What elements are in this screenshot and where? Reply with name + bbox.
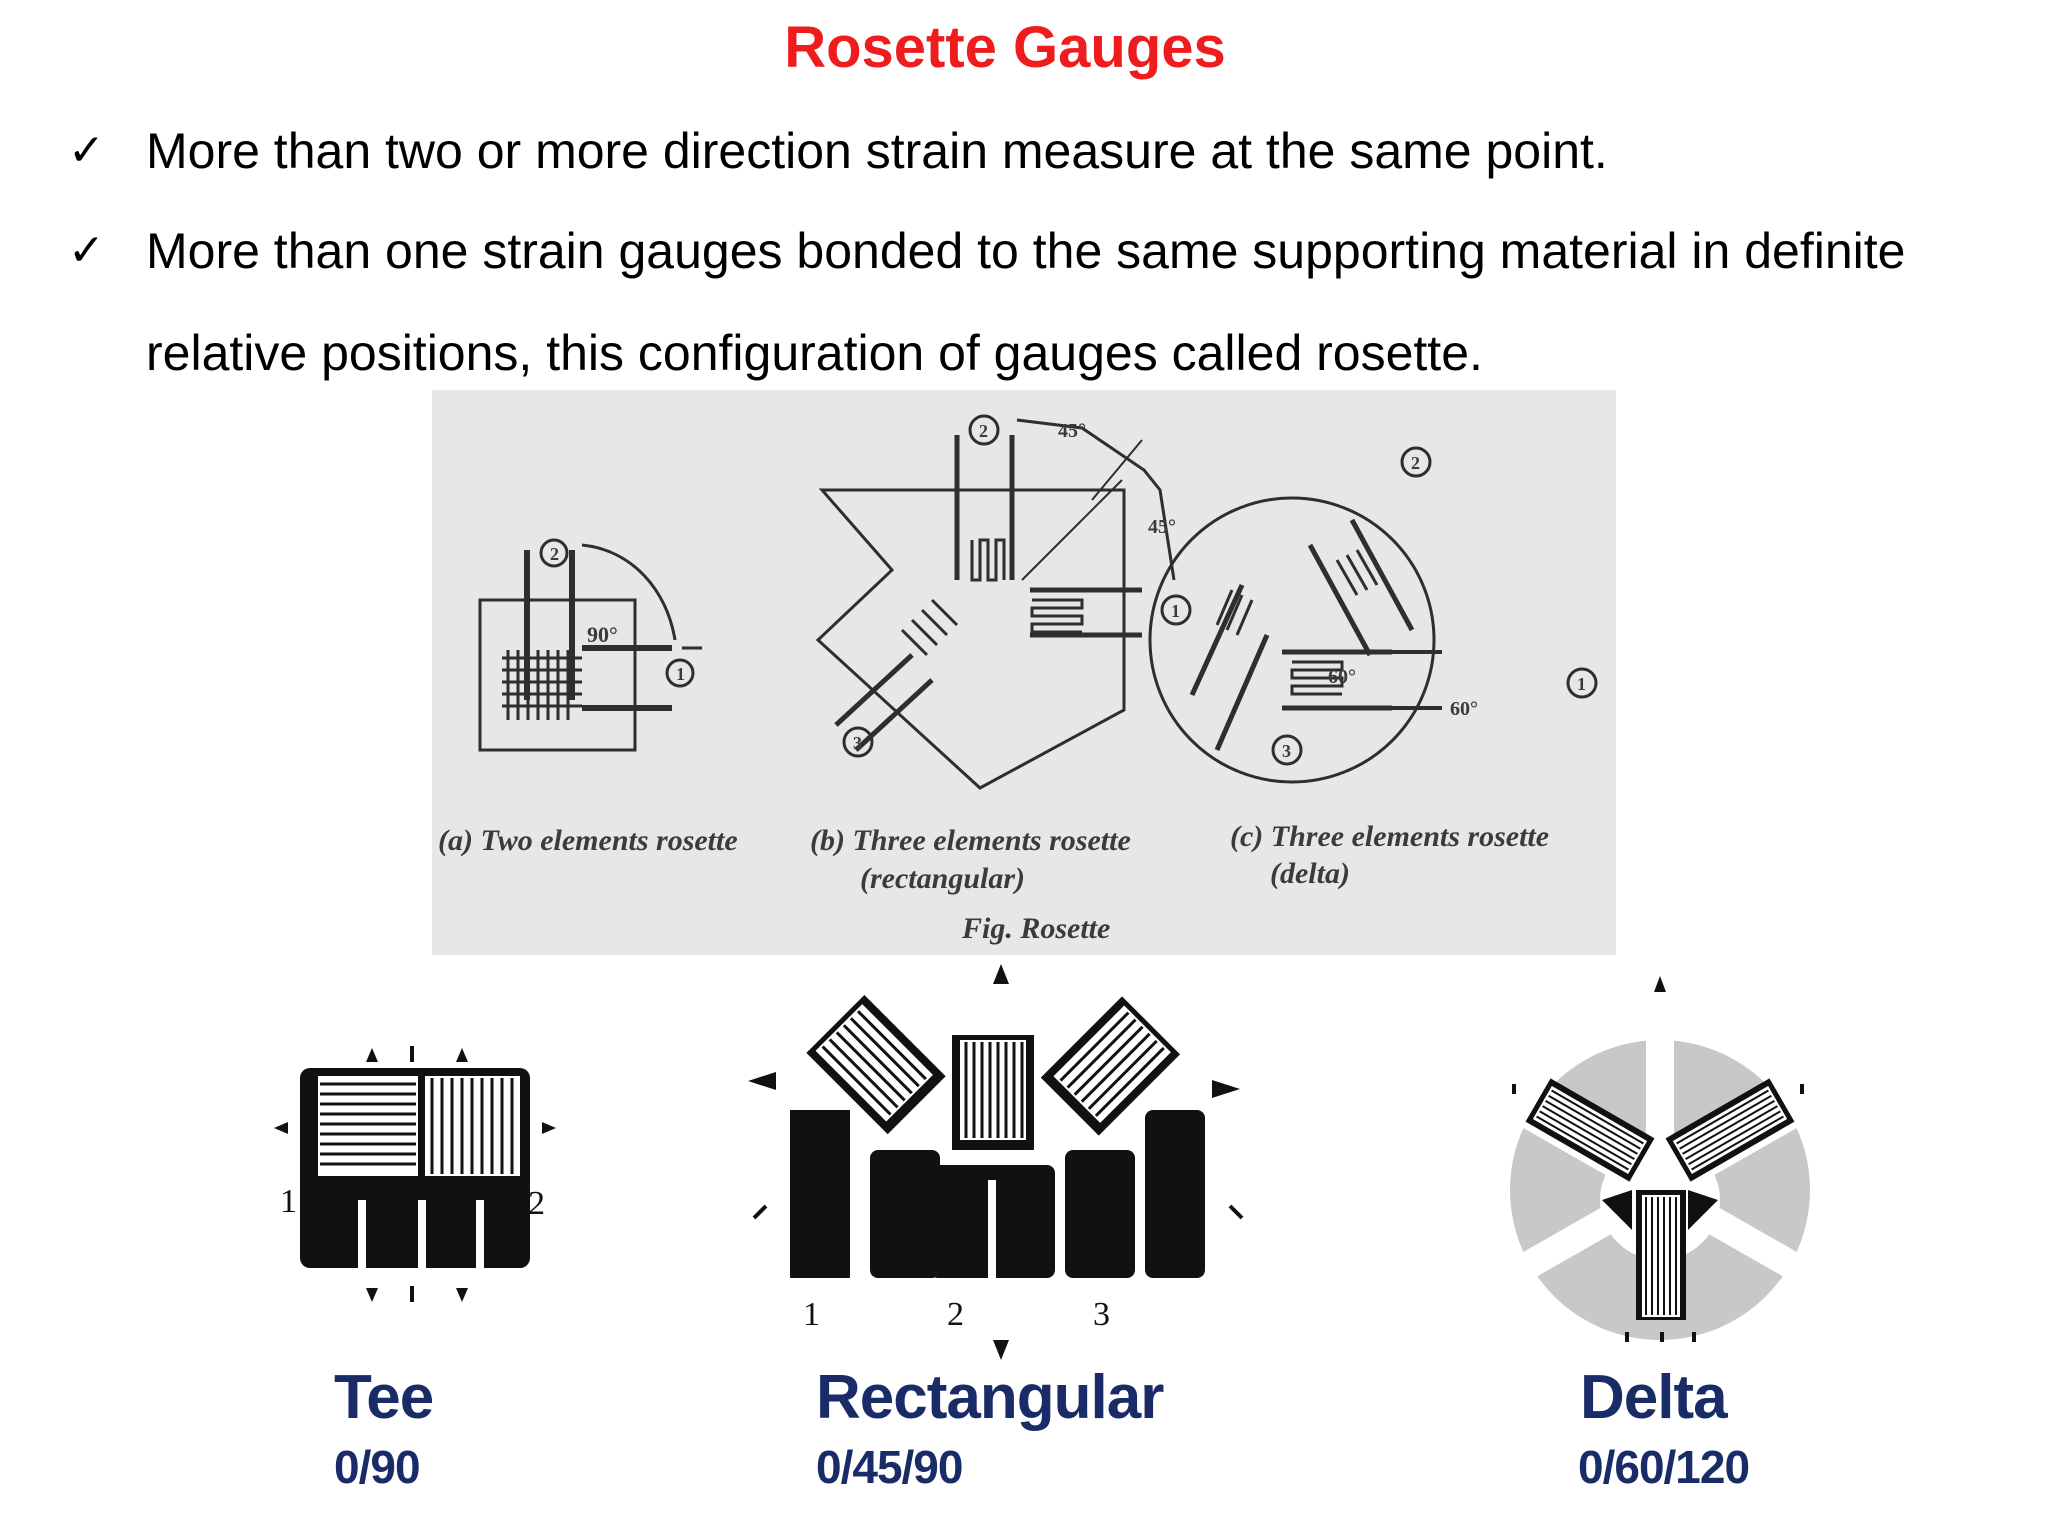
tee-grid-label-1: 1: [280, 1183, 297, 1220]
bullet-text: More than one strain gauges bonded to th…: [146, 223, 1906, 381]
caption-delta-line2: (delta): [1270, 857, 1350, 890]
element-number-label: 2: [550, 544, 559, 564]
element-number-label: 1: [1171, 601, 1180, 621]
rectangular-gauge-drawing: [748, 964, 1244, 1360]
rect-grid-label-2: 2: [947, 1296, 964, 1333]
tee-gauge-drawing: [274, 1046, 556, 1302]
caption-rectangular-line2: (rectangular): [860, 862, 1025, 895]
gauge-angles-tee: 0/90: [334, 1441, 421, 1493]
tee-grid-label-2: 2: [528, 1185, 545, 1222]
label-45-degrees: 45°: [1148, 516, 1176, 538]
element-number-label: 3: [1282, 741, 1291, 761]
label-60-degrees: 60°: [1328, 666, 1356, 688]
caption-delta-line1: (c) Three elements rosette: [1230, 820, 1550, 853]
element-number-label: 1: [1577, 674, 1586, 694]
label-45-degrees: 45°: [1058, 420, 1086, 442]
checkmark-icon: ✓: [68, 225, 105, 276]
gauge-name-rectangular: Rectangular: [816, 1363, 1164, 1432]
rect-grid-label-1: 1: [803, 1296, 820, 1333]
gauge-angles-delta: 0/60/120: [1578, 1441, 1750, 1493]
figure-label: Fig. Rosette: [962, 912, 1111, 945]
rect-grid-label-3: 3: [1093, 1296, 1110, 1333]
rectangular-rosette-drawing: [815, 414, 1192, 790]
two-element-rosette-drawing: [478, 538, 702, 752]
caption-two-elements: (a) Two elements rosette: [438, 824, 738, 857]
element-number-label: 2: [979, 421, 988, 441]
gauge-name-tee: Tee: [334, 1363, 434, 1432]
bullet-text: More than two or more direction strain m…: [146, 123, 1608, 179]
element-number-label: 3: [853, 733, 862, 753]
rosette-figure-photo: 90° 45° 45° 60° 60° 2 1 2 1 3 2 1 3 (a) …: [432, 390, 1616, 955]
element-number-label: 2: [1411, 453, 1420, 473]
element-number-label: 1: [676, 664, 685, 684]
slide-title: Rosette Gauges: [784, 15, 1226, 80]
delta-rosette-drawing: [1148, 446, 1598, 784]
gauge-name-delta: Delta: [1580, 1363, 1728, 1432]
delta-gauge-drawing: [1510, 976, 1810, 1342]
label-90-degrees: 90°: [587, 622, 618, 647]
checkmark-icon: ✓: [68, 125, 105, 176]
caption-rectangular-line1: (b) Three elements rosette: [810, 824, 1131, 857]
label-60-degrees: 60°: [1450, 698, 1478, 720]
gauge-angles-rectangular: 0/45/90: [816, 1441, 963, 1493]
